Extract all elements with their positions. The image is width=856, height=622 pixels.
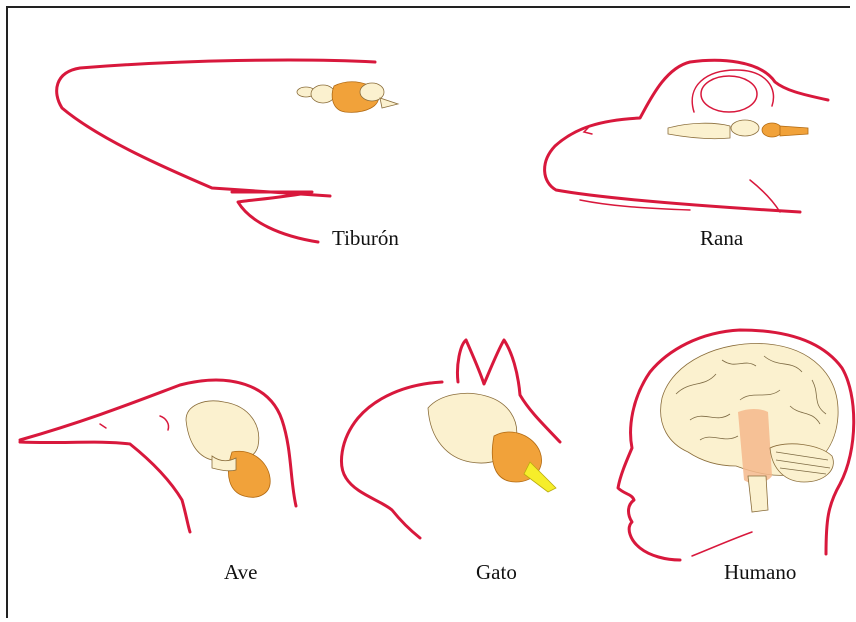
- cat-brain: [428, 393, 556, 492]
- bird-beak-lower: [20, 442, 190, 532]
- bird-eye-line: [160, 416, 169, 430]
- label-bird: Ave: [224, 560, 257, 585]
- cat-face-outline: [342, 382, 442, 538]
- human-figure: [618, 330, 854, 560]
- label-human: Humano: [724, 560, 796, 585]
- bird-brain: [186, 401, 270, 497]
- cat-figure: [342, 340, 560, 538]
- shark-head-outline: [57, 60, 375, 196]
- frog-brain: [668, 120, 808, 139]
- frog-throat-line: [580, 200, 690, 210]
- label-shark: Tiburón: [332, 226, 399, 251]
- frog-jaw-line: [750, 180, 780, 212]
- human-jaw-line: [692, 532, 752, 556]
- frog-eye-inner: [701, 76, 757, 112]
- human-brain: [661, 344, 839, 512]
- bird-nostril: [100, 424, 106, 428]
- shark-figure: [57, 60, 398, 242]
- bird-figure: [20, 380, 296, 532]
- shark-brain: [297, 82, 398, 112]
- shark-jaw-outline: [232, 192, 318, 242]
- label-cat: Gato: [476, 560, 517, 585]
- frog-figure: [545, 60, 828, 212]
- label-frog: Rana: [700, 226, 743, 251]
